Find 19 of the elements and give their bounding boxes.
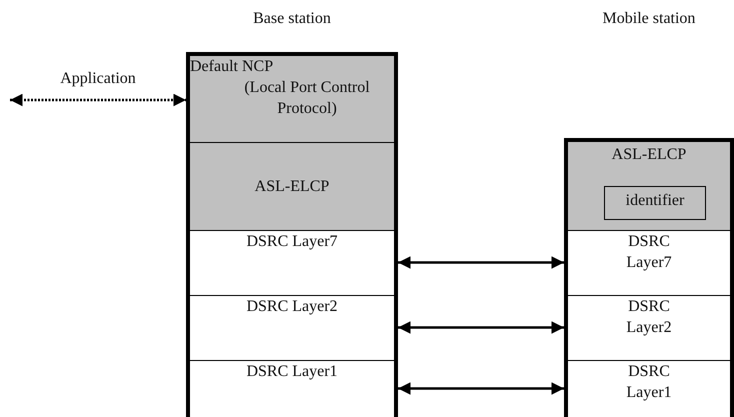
protocol-layer: DSRC Layer1	[568, 360, 730, 417]
protocol-layer: DSRC Layer1	[190, 360, 394, 417]
protocol-layer: ASL-ELCP	[190, 142, 394, 230]
edge-label: Application	[60, 70, 136, 88]
protocol-layer: DSRC Layer7	[190, 230, 394, 295]
arrow	[10, 94, 186, 106]
protocol-layer: DSRC Layer2	[568, 295, 730, 360]
layer-text: (Local Port Control Protocol)	[243, 78, 371, 119]
identifier-box: identifier	[604, 186, 706, 220]
layer-text: Default NCP	[190, 57, 274, 77]
stack-heading: Base station	[252, 10, 332, 28]
protocol-layer: ASL-ELCP identifier	[568, 142, 730, 230]
arrow	[398, 382, 564, 395]
protocol-layer: DSRC Layer7	[568, 230, 730, 295]
arrow	[398, 321, 564, 334]
arrow	[398, 256, 564, 269]
stack-heading: Mobile station	[602, 10, 696, 28]
protocol-layer	[190, 56, 394, 142]
protocol-layer: DSRC Layer2	[190, 295, 394, 360]
